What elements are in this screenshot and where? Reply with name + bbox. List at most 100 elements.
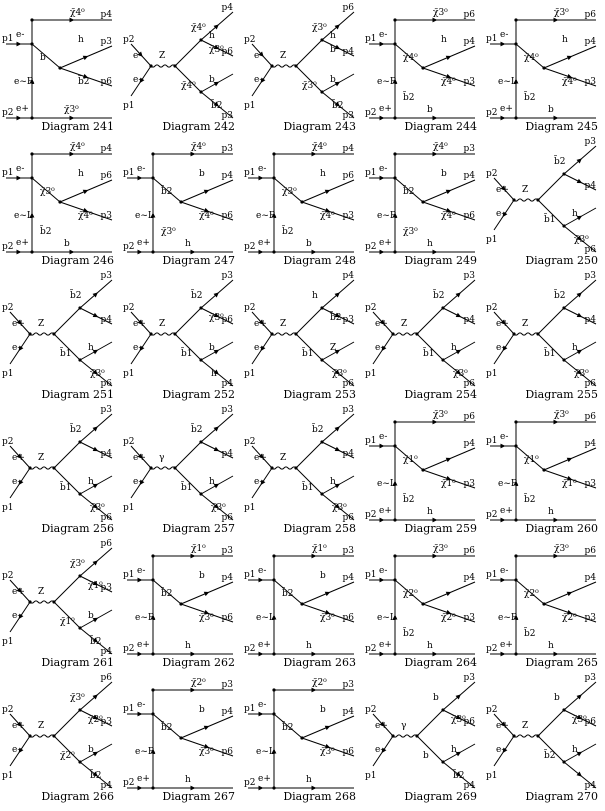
vertex-dot — [272, 786, 276, 790]
internal-line-down — [537, 333, 565, 361]
arrow — [455, 369, 461, 375]
boson-label: Z — [401, 319, 407, 329]
arrow — [82, 189, 89, 195]
particle-label: χ̃3⁰ — [320, 612, 335, 623]
incoming-particle-label: e- — [500, 432, 508, 442]
arrow — [576, 771, 582, 777]
arrow — [137, 175, 143, 181]
particle-label: χ̃3⁰ — [70, 558, 85, 569]
outgoing-momentum-label: p4 — [343, 449, 355, 459]
vertex-dot — [320, 306, 324, 310]
external-label-bottom: p2 — [123, 778, 135, 788]
incoming-particle-label: e- — [375, 343, 383, 353]
particle-label: χ̃2⁰ — [88, 714, 103, 725]
particle-label: b̃2 — [433, 288, 445, 301]
particle-label: h — [209, 31, 215, 41]
arrow — [311, 651, 317, 657]
incoming-particle-label: e+ — [379, 640, 392, 650]
diagram-panel: p1p2e-e+e~Rp6χ̃3⁰hχ̃4⁰p4p3χ̃4⁰bb̃2Diagra… — [365, 7, 477, 133]
arrow — [500, 517, 506, 523]
arrow — [513, 480, 519, 486]
arrow — [576, 312, 583, 318]
internal-line — [31, 177, 61, 203]
incoming-particle-label: e+ — [258, 640, 271, 650]
arrow — [324, 591, 331, 597]
outgoing-momentum-label: p3 — [343, 111, 355, 121]
boson-propagator — [392, 332, 418, 336]
outgoing-momentum-label: p4 — [222, 573, 234, 583]
arrow — [92, 637, 98, 643]
particle-label: h — [330, 31, 336, 41]
internal-line — [273, 713, 303, 739]
arrow — [432, 17, 438, 23]
boson-label: Z — [280, 319, 286, 329]
vertex-dot — [441, 358, 445, 362]
outgoing-momentum-label: p4 — [464, 171, 476, 181]
internal-line — [394, 43, 424, 69]
diagram-caption: Diagram 256 — [41, 522, 114, 535]
particle-label: h — [88, 477, 94, 487]
diagram-panel: p2p1e-e-Zp4χ̃4⁰hχ̃3⁰p6χ̃4⁰p3bb̃2Diagram … — [123, 3, 235, 133]
arrow — [576, 292, 582, 298]
arrow — [576, 178, 583, 184]
outgoing-momentum-label: p4 — [343, 573, 355, 583]
vertex-dot — [151, 786, 155, 790]
arrow — [379, 651, 385, 657]
incoming-particle-label: e- — [133, 477, 141, 487]
vertex-dot — [391, 332, 395, 336]
arrow — [455, 694, 461, 700]
external-label-bottom: p1 — [244, 101, 256, 111]
particle-label: b̃2 — [282, 224, 294, 237]
outgoing-momentum-label: p3 — [585, 137, 597, 147]
particle-label: h — [548, 507, 554, 517]
boson-propagator — [271, 466, 297, 470]
vertex-dot — [272, 578, 276, 582]
boson-label: Z — [522, 319, 528, 329]
diagram-caption: Diagram 265 — [525, 656, 598, 669]
particle-label: χ̃4⁰ — [70, 7, 85, 18]
internal-line — [515, 445, 545, 471]
particle-label: χ̃2⁰ — [312, 677, 327, 688]
vertex-dot — [30, 18, 34, 22]
vertex-dot — [393, 42, 397, 46]
arrow — [379, 319, 385, 325]
internal-line-down — [53, 467, 81, 495]
outgoing-momentum-label: p3 — [222, 271, 234, 281]
arrow — [455, 312, 462, 318]
outgoing-momentum-label: p6 — [464, 211, 476, 221]
particle-label: χ̃2⁰ — [562, 612, 577, 623]
arrow — [92, 714, 99, 720]
vertex-dot — [542, 66, 546, 70]
particle-label: Z — [330, 343, 336, 353]
outgoing-momentum-label: p6 — [585, 245, 597, 255]
diagram-caption: Diagram 249 — [404, 254, 477, 267]
particle-label: χ̃4⁰ — [433, 141, 448, 152]
arrow — [392, 480, 398, 486]
particle-label: b — [88, 611, 94, 621]
arrow — [379, 249, 385, 255]
external-label-top: p2 — [123, 303, 135, 313]
particle-label: h — [312, 291, 318, 301]
external-label-bottom: p2 — [2, 108, 14, 118]
particle-label: χ̃4⁰ — [199, 210, 214, 221]
arrow — [190, 687, 196, 693]
diagram-caption: Diagram 254 — [404, 388, 477, 401]
outgoing-momentum-label: p3 — [585, 77, 597, 87]
vertex-dot — [536, 734, 540, 738]
particle-label: χ̃2⁰ — [403, 588, 418, 599]
vertex-dot — [272, 176, 276, 180]
outgoing-momentum-label: p3 — [222, 680, 234, 690]
outgoing-momentum-label: p3 — [222, 405, 234, 415]
particle-label: h — [330, 477, 336, 487]
arrow — [213, 44, 220, 50]
arrow — [29, 212, 35, 218]
particle-label: χ̃3⁰ — [64, 104, 79, 115]
vertex-dot — [421, 602, 425, 606]
particle-label: χ̃3⁰ — [70, 692, 85, 703]
external-label-top: p2 — [244, 303, 256, 313]
diagram-caption: Diagram 259 — [404, 522, 477, 535]
outgoing-momentum-label: p6 — [343, 171, 355, 181]
vertex-dot — [272, 554, 276, 558]
